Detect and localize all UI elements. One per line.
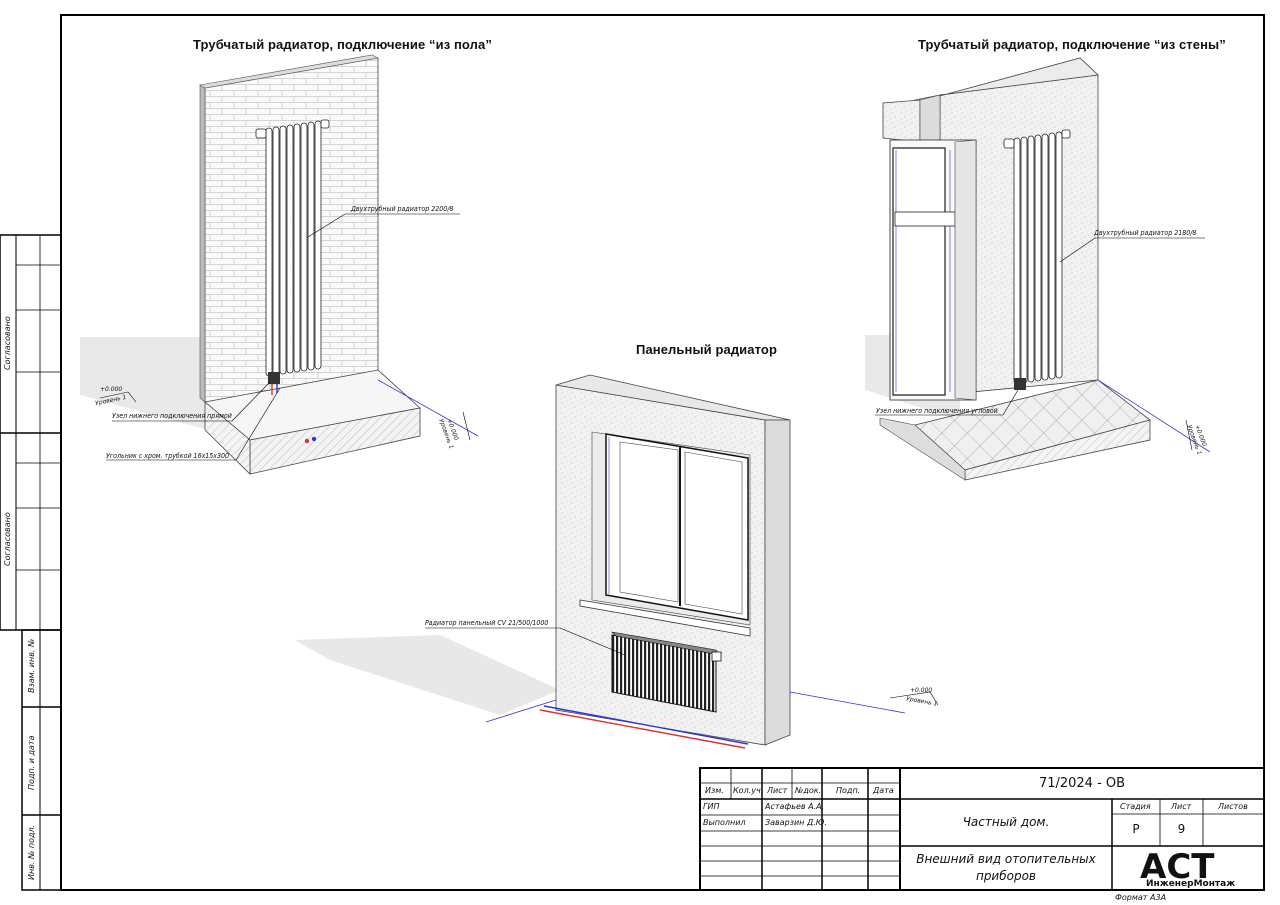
tb-sheets-header: Листов [1218, 802, 1248, 811]
tb-sheet-header: Лист [1171, 802, 1192, 811]
company-logo: АСТ ИнженерМонтаж [1140, 847, 1235, 889]
tb-header-kol: Кол.уч. [733, 786, 764, 795]
side-sign-date: Подп. и дата [27, 735, 36, 791]
side-inv-replace: Взам. инв. № [27, 638, 36, 693]
callout-elbow: Угольник с хром. трубкой 16х15х300 [106, 452, 230, 460]
title-floor-connection: Трубчатый радиатор, подключение “из пола… [193, 37, 492, 52]
tb-stage: Р [1132, 822, 1140, 836]
tb-project: Частный дом. [962, 815, 1050, 829]
callout-panel-radiator: Радиатор панельный CV 21/500/1000 [425, 619, 549, 627]
tb-header-sign: Подп. [836, 786, 861, 795]
title-wall-connection: Трубчатый радиатор, подключение “из стен… [918, 37, 1226, 52]
tb-gip-role: ГИП [703, 802, 720, 811]
tb-sheet-title: Внешний вид отопительных приборов [916, 852, 1096, 883]
side-inv-orig: Инв. № подл. [27, 824, 36, 880]
tb-header-list: Лист [767, 786, 788, 795]
tb-doc-code: 71/2024 - ОВ [1038, 776, 1126, 791]
level-mark-4: +0.000 [910, 687, 933, 694]
callout-node-angular: Узел нижнего подключения угловой [876, 407, 998, 415]
tb-exec-role: Выполнил [703, 818, 746, 827]
title-panel-radiator: Панельный радиатор [636, 342, 777, 357]
side-agreed-2: Согласовано [3, 512, 12, 566]
tb-format: Формат А3А [1115, 893, 1167, 902]
tb-header-izm: Изм. [705, 786, 724, 795]
callout-radiator-2200: Двухтрубный радиатор 2200/8 [351, 205, 454, 213]
tb-sheet-no: 9 [1177, 822, 1186, 836]
side-agreed-1: Согласовано [3, 316, 12, 370]
view-floor-connection [80, 54, 479, 475]
side-stamp-frame [0, 234, 62, 891]
tb-header-doc: №док. [795, 786, 822, 795]
logo-subtitle: ИнженерМонтаж [1146, 879, 1235, 889]
logo-mark: АСТ [1140, 847, 1215, 887]
tb-exec-name: Заварзин Д.Ю. [765, 818, 827, 827]
tb-header-date: Дата [873, 786, 894, 795]
view-wall-connection [865, 57, 1211, 481]
callout-radiator-2180: Двухтрубный радиатор 2180/8 [1094, 229, 1197, 237]
view-panel-radiator [295, 374, 906, 749]
callout-node-straight: Узел нижнего подключения прямой [112, 412, 232, 420]
tb-stage-header: Стадия [1120, 802, 1151, 811]
level-mark-1: +0.000 [100, 386, 123, 393]
title-block-frame [699, 767, 1265, 891]
tb-gip-name: Астафьев А.А. [765, 802, 825, 811]
